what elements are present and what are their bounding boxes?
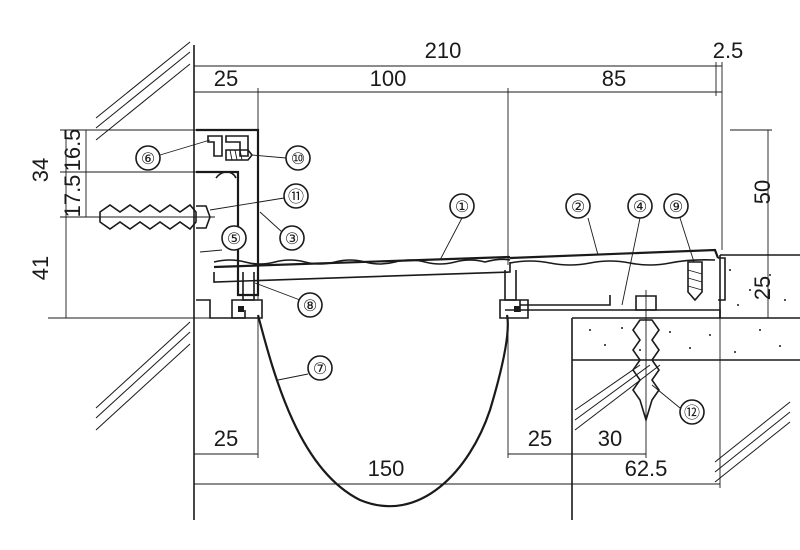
base-rail: [505, 300, 721, 318]
callout-4: ④: [621, 193, 653, 306]
plate-screw: [687, 257, 726, 302]
svg-text:③: ③: [285, 229, 299, 248]
svg-text:⑪: ⑪: [288, 187, 304, 206]
svg-text:⑦: ⑦: [313, 359, 327, 378]
right-cover-plate: [509, 248, 720, 306]
right-clip-holder: [499, 270, 529, 319]
left-wall-hatch-bottom: [95, 321, 191, 431]
dim-17-5: 17.5: [60, 175, 85, 218]
dim-25-bottom-left: 25: [214, 426, 238, 451]
right-wall-hatch: [574, 364, 791, 483]
svg-text:⑧: ⑧: [303, 296, 317, 315]
dim-34: 34: [28, 158, 53, 182]
svg-text:④: ④: [633, 197, 647, 216]
dim-62-5: 62.5: [625, 456, 668, 481]
dim-210: 210: [425, 38, 462, 63]
slab-concrete-dots: [589, 269, 786, 353]
left-clip-holder: [231, 272, 263, 319]
callout-9: ⑨: [663, 193, 695, 263]
dim-50: 50: [750, 180, 775, 204]
dim-100: 100: [370, 66, 407, 91]
dim-2-5: 2.5: [713, 38, 744, 63]
left-wall: [95, 41, 195, 520]
floor-anchor: [632, 290, 660, 423]
dim-25-right: 25: [750, 276, 775, 300]
dim-16-5: 16.5: [60, 129, 85, 172]
callout-8: ⑧: [254, 282, 323, 318]
svg-text:②: ②: [571, 197, 585, 216]
callout-5: ⑤: [199, 225, 247, 253]
dim-41: 41: [28, 256, 53, 280]
callout-6: ⑥: [135, 139, 211, 171]
callout-7: ⑦: [277, 355, 333, 381]
dim-25-bottom-mid: 25: [528, 426, 552, 451]
flexible-membrane: [256, 314, 509, 508]
cover-plate: [213, 255, 511, 283]
svg-text:⑫: ⑫: [684, 403, 700, 422]
svg-text:⑥: ⑥: [141, 149, 155, 168]
frame-screw: [225, 149, 254, 161]
dim-150: 150: [368, 456, 405, 481]
callout-1: ①: [439, 193, 475, 261]
dim-25-top: 25: [214, 66, 238, 91]
dim-30: 30: [598, 426, 622, 451]
callout-10: ⑩: [251, 145, 311, 171]
callout-12: ⑫: [651, 384, 705, 425]
dimension-lines: [48, 62, 800, 488]
svg-text:⑩: ⑩: [291, 149, 305, 168]
left-wall-hatch-top: [95, 41, 191, 141]
svg-text:①: ①: [455, 197, 469, 216]
callout-2: ②: [565, 193, 599, 256]
wall-anchor: [99, 203, 215, 231]
svg-text:⑨: ⑨: [669, 197, 683, 216]
callout-11: ⑪: [209, 183, 309, 211]
dim-85: 85: [602, 66, 626, 91]
callout-3: ③: [259, 211, 305, 251]
svg-text:⑤: ⑤: [227, 229, 241, 248]
